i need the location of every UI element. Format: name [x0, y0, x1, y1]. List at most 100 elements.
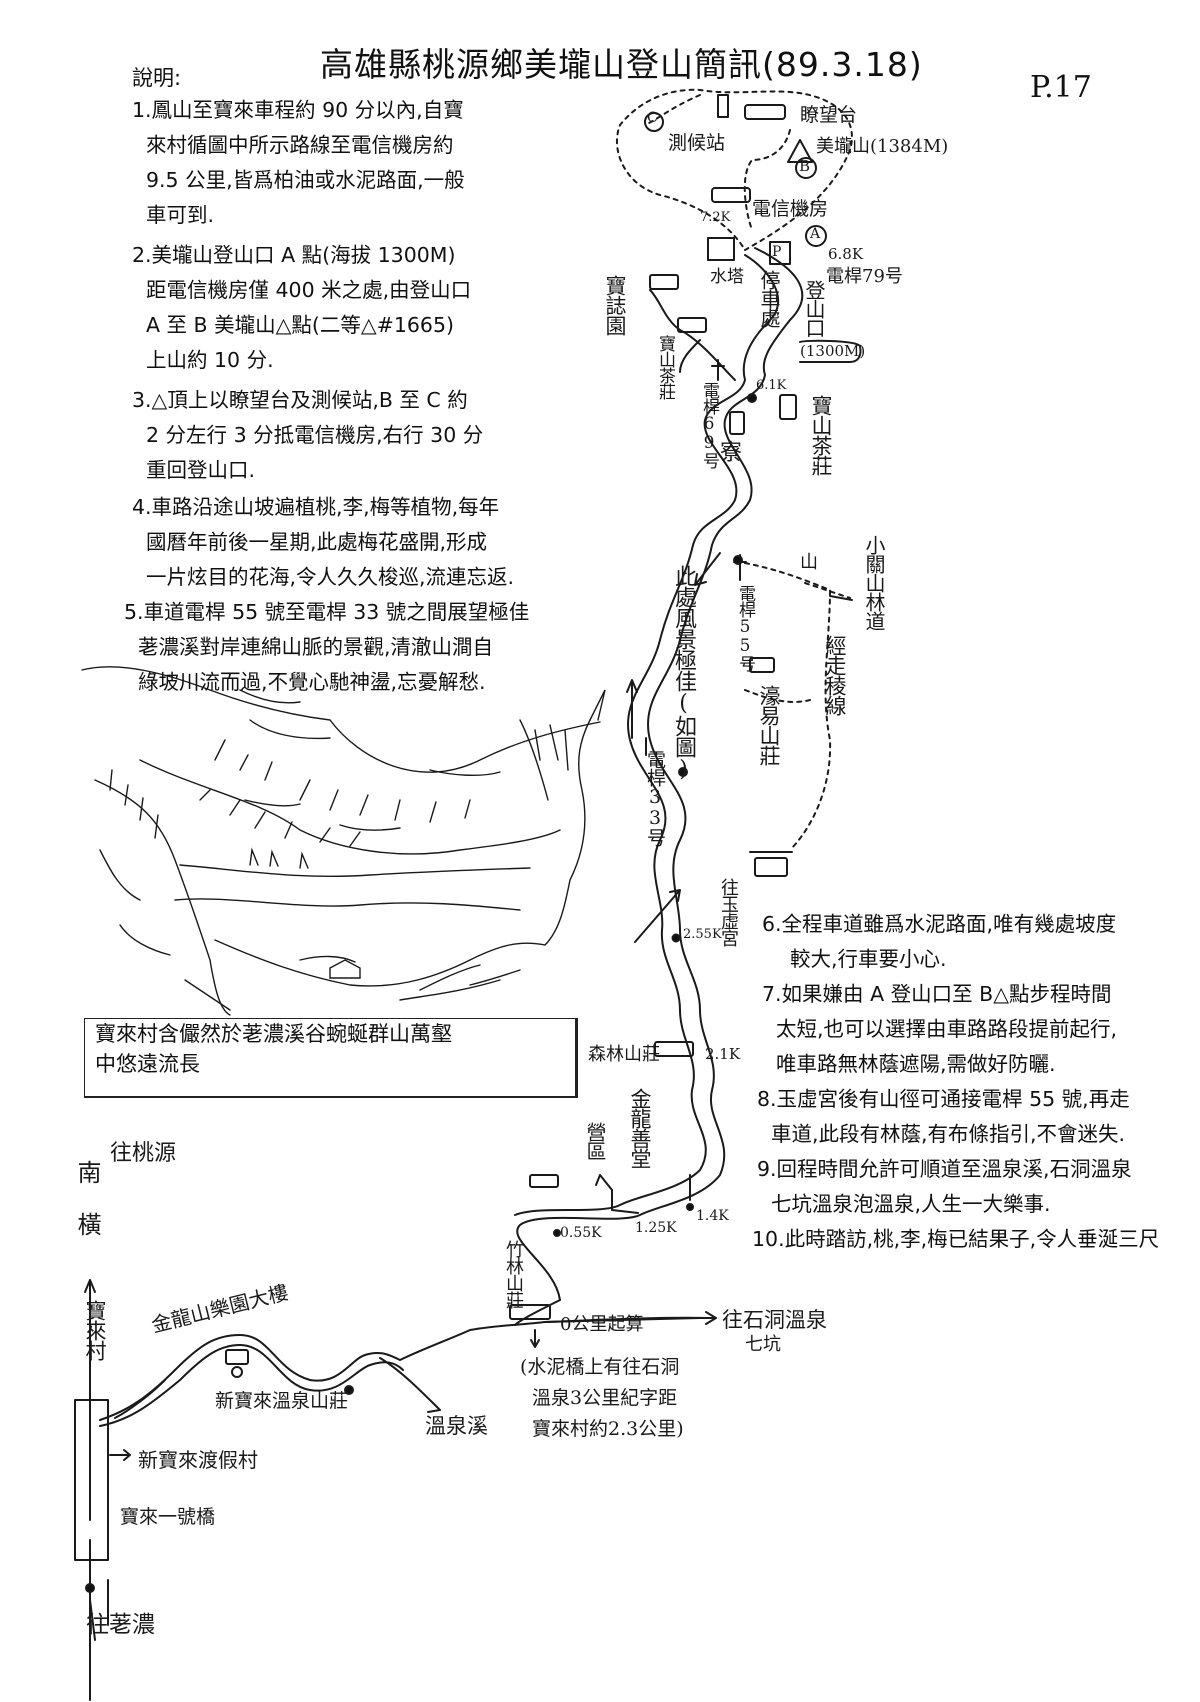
note-line: 唯車路無林蔭遮陽,需做好防曬. — [776, 1052, 1056, 1076]
label-km-6-1: 6.1K — [756, 378, 787, 393]
label-resort: 新寶來渡假村 — [138, 1448, 258, 1472]
pole-mark-69 — [711, 359, 725, 381]
label-km-6-8: 6.8K — [828, 245, 864, 263]
note-line: 荖濃溪對岸連綿山脈的景觀,清澈山澗自 — [138, 635, 494, 659]
label-zero-note-1: (水泥橋上有往石洞 — [520, 1356, 680, 1378]
note-6: 6.全程車道雖爲水泥路面,唯有幾處坡度 較大,行車要小心. — [762, 907, 1116, 977]
label-villa-mid: 寶山茶莊 — [655, 335, 675, 399]
summit-trail-c — [644, 94, 701, 126]
label-new-villa: 新寶來溫泉山莊 — [215, 1390, 349, 1412]
southern-road-2 — [99, 1344, 404, 1427]
landscape-sketch — [81, 666, 606, 1016]
label-pole-55: 電桿55号 — [735, 585, 755, 671]
note-line: 重回登山口. — [146, 458, 256, 482]
summit-trail-b — [743, 129, 791, 231]
lower-road — [514, 1299, 561, 1326]
note-line: 一片炫目的花海,令人久久梭巡,流連忘返. — [146, 565, 515, 589]
label-zero-note-2: 溫泉3公里紀字距 — [532, 1387, 678, 1409]
label-point-a: A — [810, 226, 821, 242]
golden-arrow — [114, 1379, 166, 1419]
note-9: 9.回程時間允許可順道至溫泉溪,石洞溫泉 七坑溫泉泡溫泉,人生一大樂事. — [757, 1152, 1132, 1222]
label-elevation: (1300M) — [800, 342, 866, 360]
page-number: P.17 — [1030, 70, 1092, 105]
sketch-caption: 寶來村含儼然於荖濃溪谷蜿蜒群山萬壑 中悠遠流長 — [84, 1018, 578, 1098]
highway-up-arrow — [84, 1279, 96, 1293]
road-to-villa-2 — [679, 339, 701, 373]
label-villa-haoyi: 濠易山莊 — [757, 685, 781, 765]
notes-heading: 說明: — [132, 66, 182, 90]
arrow-xiaoguan — [829, 595, 853, 601]
label-km-0-55: 0.55K — [560, 1225, 602, 1241]
arrow-left-down — [694, 552, 721, 586]
label-hotspring-creek: 溫泉溪 — [425, 1414, 488, 1438]
arrow-down-0km — [530, 1329, 540, 1348]
note-line: 國曆年前後一星期,此處梅花盛開,形成 — [146, 530, 488, 554]
page-title: 高雄縣桃源鄉美壠山登山簡訊(89.3.18) — [320, 45, 923, 84]
label-camp: 營區 — [583, 1122, 607, 1160]
hot-creek-arrow — [379, 1357, 441, 1413]
label-village: 寶來村 — [83, 1300, 107, 1360]
label-mountain: 山 — [800, 552, 818, 573]
caption-line: 寶來村含儼然於荖濃溪谷蜿蜒群山萬壑 — [95, 1022, 452, 1046]
note-7: 7.如果嫌由 A 登山口至 B△點步程時間 太短,也可以選擇由車路路段提前起行,… — [762, 977, 1117, 1082]
note-line: 8.玉虛宮後有山徑可通接電桿 55 號,再走 — [757, 1087, 1130, 1111]
note-line: 9.回程時間允許可順道至溫泉溪,石洞溫泉 — [757, 1157, 1132, 1181]
label-km-2-1: 2.1K — [705, 1045, 741, 1063]
label-km-2-55: 2.55K — [683, 927, 722, 942]
label-point-c: C — [647, 110, 658, 126]
note-line: 來村循圖中所示路線至電信機房約 — [146, 133, 454, 157]
mountain-road-inner — [514, 254, 780, 1216]
note-line: 太短,也可以選擇由車路路段提前起行, — [776, 1017, 1118, 1041]
note-line: 4.車路沿途山坡遍植桃,李,梅等植物,每年 — [132, 495, 500, 519]
road-to-camp — [611, 1189, 639, 1214]
ridge-trail-to-xiaoguan — [804, 582, 851, 599]
arrow-yuxu — [634, 889, 681, 943]
label-to-laonong: 往荖濃 — [86, 1612, 155, 1638]
note-line: 車可到. — [146, 203, 215, 227]
label-villa-senlin: 森林山莊 — [588, 1044, 660, 1065]
arrow-up-pole33 — [626, 679, 638, 739]
label-water-tower: 水塔 — [710, 267, 744, 287]
note-line: 3.△頂上以瞭望台及測候站,B 至 C 約 — [132, 388, 468, 412]
note-2: 2.美壠山登山口 A 點(海拔 1300M) 距電信機房僅 400 米之處,由登… — [132, 238, 471, 378]
note-5: 5.車道電桿 55 號至電桿 33 號之間展望極佳 荖濃溪對岸連綿山脈的景觀,清… — [124, 595, 529, 700]
note-line: 上山約 10 分. — [146, 348, 274, 372]
label-zero-km: 0公里起算 — [560, 1314, 644, 1335]
note-line: 6.全程車道雖爲水泥路面,唯有幾處坡度 — [762, 912, 1117, 936]
label-lookout: 瞭望台 — [800, 104, 858, 126]
label-bamboo-villa: 竹林山莊 — [503, 1240, 524, 1308]
label-bridge: 寶來一號橋 — [120, 1506, 216, 1528]
note-line: 5.車道電桿 55 號至電桿 33 號之間展望極佳 — [124, 600, 530, 624]
label-golden-dragon: 金龍善堂 — [628, 1088, 652, 1168]
note-line: 1.鳳山至寶來車程約 90 分以內,自寶 — [132, 98, 464, 122]
resort-arrow — [109, 1449, 131, 1461]
note-line: 2.美壠山登山口 A 點(海拔 1300M) — [132, 243, 456, 267]
label-zero-note-3: 寶來村約2.3公里) — [532, 1418, 684, 1440]
label-to-hotspring: 往石洞溫泉 — [722, 1308, 827, 1332]
to-hotspring-arrow — [544, 1311, 717, 1325]
label-villa-left: 寶誌園 — [603, 275, 627, 335]
note-line: A 至 B 美壠山△點(二等△#1665) — [146, 313, 455, 337]
note-line: 七坑溫泉泡溫泉,人生一大樂事. — [771, 1192, 1051, 1216]
label-villa-right: 寶山茶莊 — [809, 395, 833, 475]
note-3: 3.△頂上以瞭望台及測候站,B 至 C 約 2 分左行 3 分抵電信機房,右行 … — [132, 383, 483, 488]
label-pole-79: 電桿79号 — [826, 266, 903, 287]
label-weather-station: 測候站 — [668, 132, 726, 154]
label-p-mark: P — [772, 244, 782, 260]
arrow-camp — [595, 1174, 613, 1191]
label-point-b: B — [799, 157, 811, 175]
label-to-taoyuan: 往桃源 — [110, 1141, 177, 1166]
note-line: 綠坡川流而過,不覺心馳神盪,忘憂解愁. — [138, 670, 486, 694]
label-seven-pits: 七坑 — [745, 1334, 781, 1355]
label-xiaoguanshan: 小關山林道 — [862, 535, 886, 630]
label-summit: 美壠山(1384M) — [816, 136, 949, 157]
elevation-tag — [799, 339, 862, 363]
note-line: 車道,此段有林蔭,有布條指引,不會迷失. — [771, 1122, 1126, 1146]
note-1: 1.鳳山至寶來車程約 90 分以內,自寶 來村循圖中所示路線至電信機房約 9.5… — [132, 93, 465, 233]
note-line: 2 分左行 3 分抵電信機房,右行 30 分 — [146, 423, 484, 447]
note-line: 較大,行車要小心. — [790, 947, 947, 971]
label-highway: 南橫 — [73, 1160, 101, 1264]
note-4: 4.車路沿途山坡遍植桃,李,梅等植物,每年 國曆年前後一星期,此處梅花盛開,形成… — [132, 490, 514, 595]
